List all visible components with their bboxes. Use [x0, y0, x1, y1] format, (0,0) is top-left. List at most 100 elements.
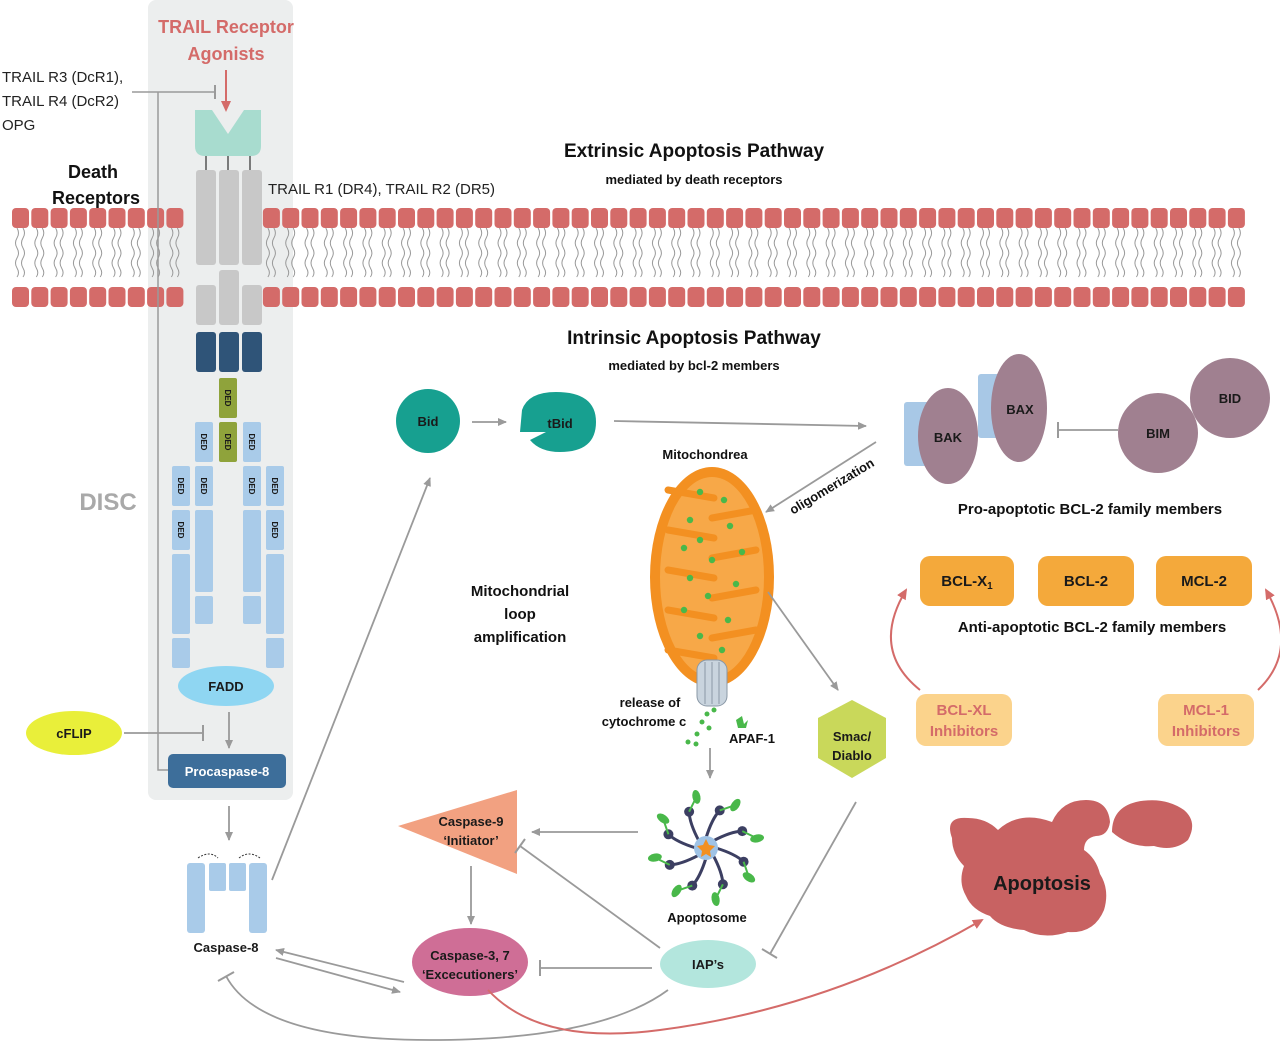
lipid-tail	[922, 227, 927, 278]
lipid-tail	[1121, 227, 1126, 278]
apoptosome-node	[647, 789, 765, 907]
lipid-tail	[1095, 227, 1100, 278]
phospholipid-head	[1131, 287, 1149, 307]
lipid-tail	[941, 227, 946, 278]
oligomerization-arrow	[765, 441, 877, 513]
disc-label: DISC	[79, 489, 136, 516]
phospholipid-head	[69, 208, 87, 228]
lipid-tail	[98, 227, 103, 278]
tbid-to-bak-bax-arrow	[613, 420, 867, 430]
lipid-tail	[1037, 227, 1042, 278]
lipid-tail	[536, 227, 541, 278]
bcl2-label: BCL-2	[1064, 573, 1108, 590]
phospholipid-head	[378, 287, 396, 307]
lipid-tail	[561, 227, 566, 278]
ded-label: DED	[223, 434, 232, 451]
phospholipid-head	[745, 287, 763, 307]
lipid-tail	[484, 227, 489, 278]
phospholipid-head	[166, 287, 184, 307]
ded-label: DED	[199, 434, 208, 451]
phospholipid-head	[957, 208, 975, 228]
ded-label: DED	[247, 434, 256, 451]
phospholipid-head	[147, 208, 165, 228]
lipid-tail	[445, 227, 450, 278]
lipid-tail	[1063, 227, 1068, 278]
lipid-tail	[271, 227, 276, 278]
pro-apoptotic-label: Pro-apoptotic BCL-2 family members	[958, 501, 1222, 518]
lipid-tail	[1057, 227, 1062, 278]
mcl1-inhibitors-label-2: Inhibitors	[1172, 723, 1240, 740]
phospholipid-head	[1015, 208, 1033, 228]
lipid-tail	[902, 227, 907, 278]
ded-label: DED	[223, 390, 232, 407]
ded-blue	[243, 466, 261, 506]
lipid-tail	[696, 227, 701, 278]
phospholipid-head	[1170, 287, 1187, 307]
lipid-tail	[580, 227, 585, 278]
ded-blue	[266, 510, 284, 550]
phospholipid-head	[668, 287, 686, 307]
lipid-tail	[542, 227, 547, 278]
phospholipid-head	[378, 208, 396, 228]
phospholipid-head	[398, 208, 415, 228]
lipid-tail	[381, 227, 386, 278]
phospholipid-head	[436, 208, 454, 228]
caspase9-label-2: ‘Initiator’	[443, 833, 498, 848]
lipid-tail	[677, 227, 682, 278]
cytochrome-channel	[696, 659, 728, 707]
mito-loop-label-1: Mitochondrial	[471, 583, 569, 600]
phospholipid-head	[417, 287, 435, 307]
lipid-tail	[150, 227, 155, 278]
phospholipid-head	[1150, 287, 1168, 307]
phospholipid-head	[340, 287, 358, 307]
tbid-label: tBid	[547, 416, 572, 431]
apaf1-icon	[736, 716, 748, 728]
phospholipid-head	[687, 208, 705, 228]
fadd-node	[178, 666, 274, 706]
lipid-tail	[651, 227, 656, 278]
phospholipid-head	[1150, 208, 1168, 228]
phospholipid-head	[1034, 287, 1052, 307]
phospholipid-head	[89, 208, 107, 228]
lipid-tail	[1076, 227, 1081, 278]
lipid-tail	[291, 227, 296, 278]
phospholipid-head	[320, 208, 338, 228]
phospholipid-head	[687, 287, 705, 307]
phospholipid-head	[359, 208, 377, 228]
phospholipid-head	[648, 287, 666, 307]
lipid-tail	[329, 227, 334, 278]
lipid-tail	[793, 227, 797, 278]
lipid-tail	[349, 227, 354, 278]
caspase37-label-1: Caspase-3, 7	[430, 948, 510, 963]
oligomerization-label: oligomerization	[787, 455, 877, 517]
smac-inhibit-line	[769, 801, 857, 955]
bclxl-inhibitors-label-2: Inhibitors	[930, 723, 998, 740]
lipid-tail	[368, 227, 373, 278]
bcl-xl-node	[920, 556, 1014, 606]
lipid-tail	[310, 227, 315, 278]
ded-blue	[195, 422, 213, 462]
lipid-tail	[999, 227, 1004, 278]
lipid-tail	[343, 227, 348, 278]
smac-diablo-node	[818, 700, 886, 778]
lipid-tail	[709, 227, 714, 278]
lipid-tail	[1159, 227, 1164, 278]
phospholipid-head	[494, 208, 512, 228]
phospholipid-head	[822, 287, 840, 307]
phospholipid-head	[108, 287, 126, 307]
lipid-tail	[426, 227, 431, 278]
mcl1-inhibitor-arrow	[1257, 588, 1280, 691]
phospholipid-head	[1131, 208, 1149, 228]
bid-pro-node	[1190, 358, 1270, 438]
phospholipid-head	[166, 208, 184, 228]
intrinsic-subtitle: mediated by bcl-2 members	[608, 358, 779, 373]
decoy-label-2: TRAIL R4 (DcR2)	[2, 93, 119, 110]
decoy-label-3: OPG	[2, 117, 35, 134]
lipid-tail	[362, 227, 367, 278]
lipid-tail	[265, 227, 270, 278]
smac-label-2: Diablo	[832, 748, 872, 763]
phospholipid-head	[31, 208, 49, 228]
ded-blue	[266, 466, 284, 506]
lipid-tail	[40, 227, 45, 278]
mitochondrea-label: Mitochondrea	[662, 447, 748, 462]
